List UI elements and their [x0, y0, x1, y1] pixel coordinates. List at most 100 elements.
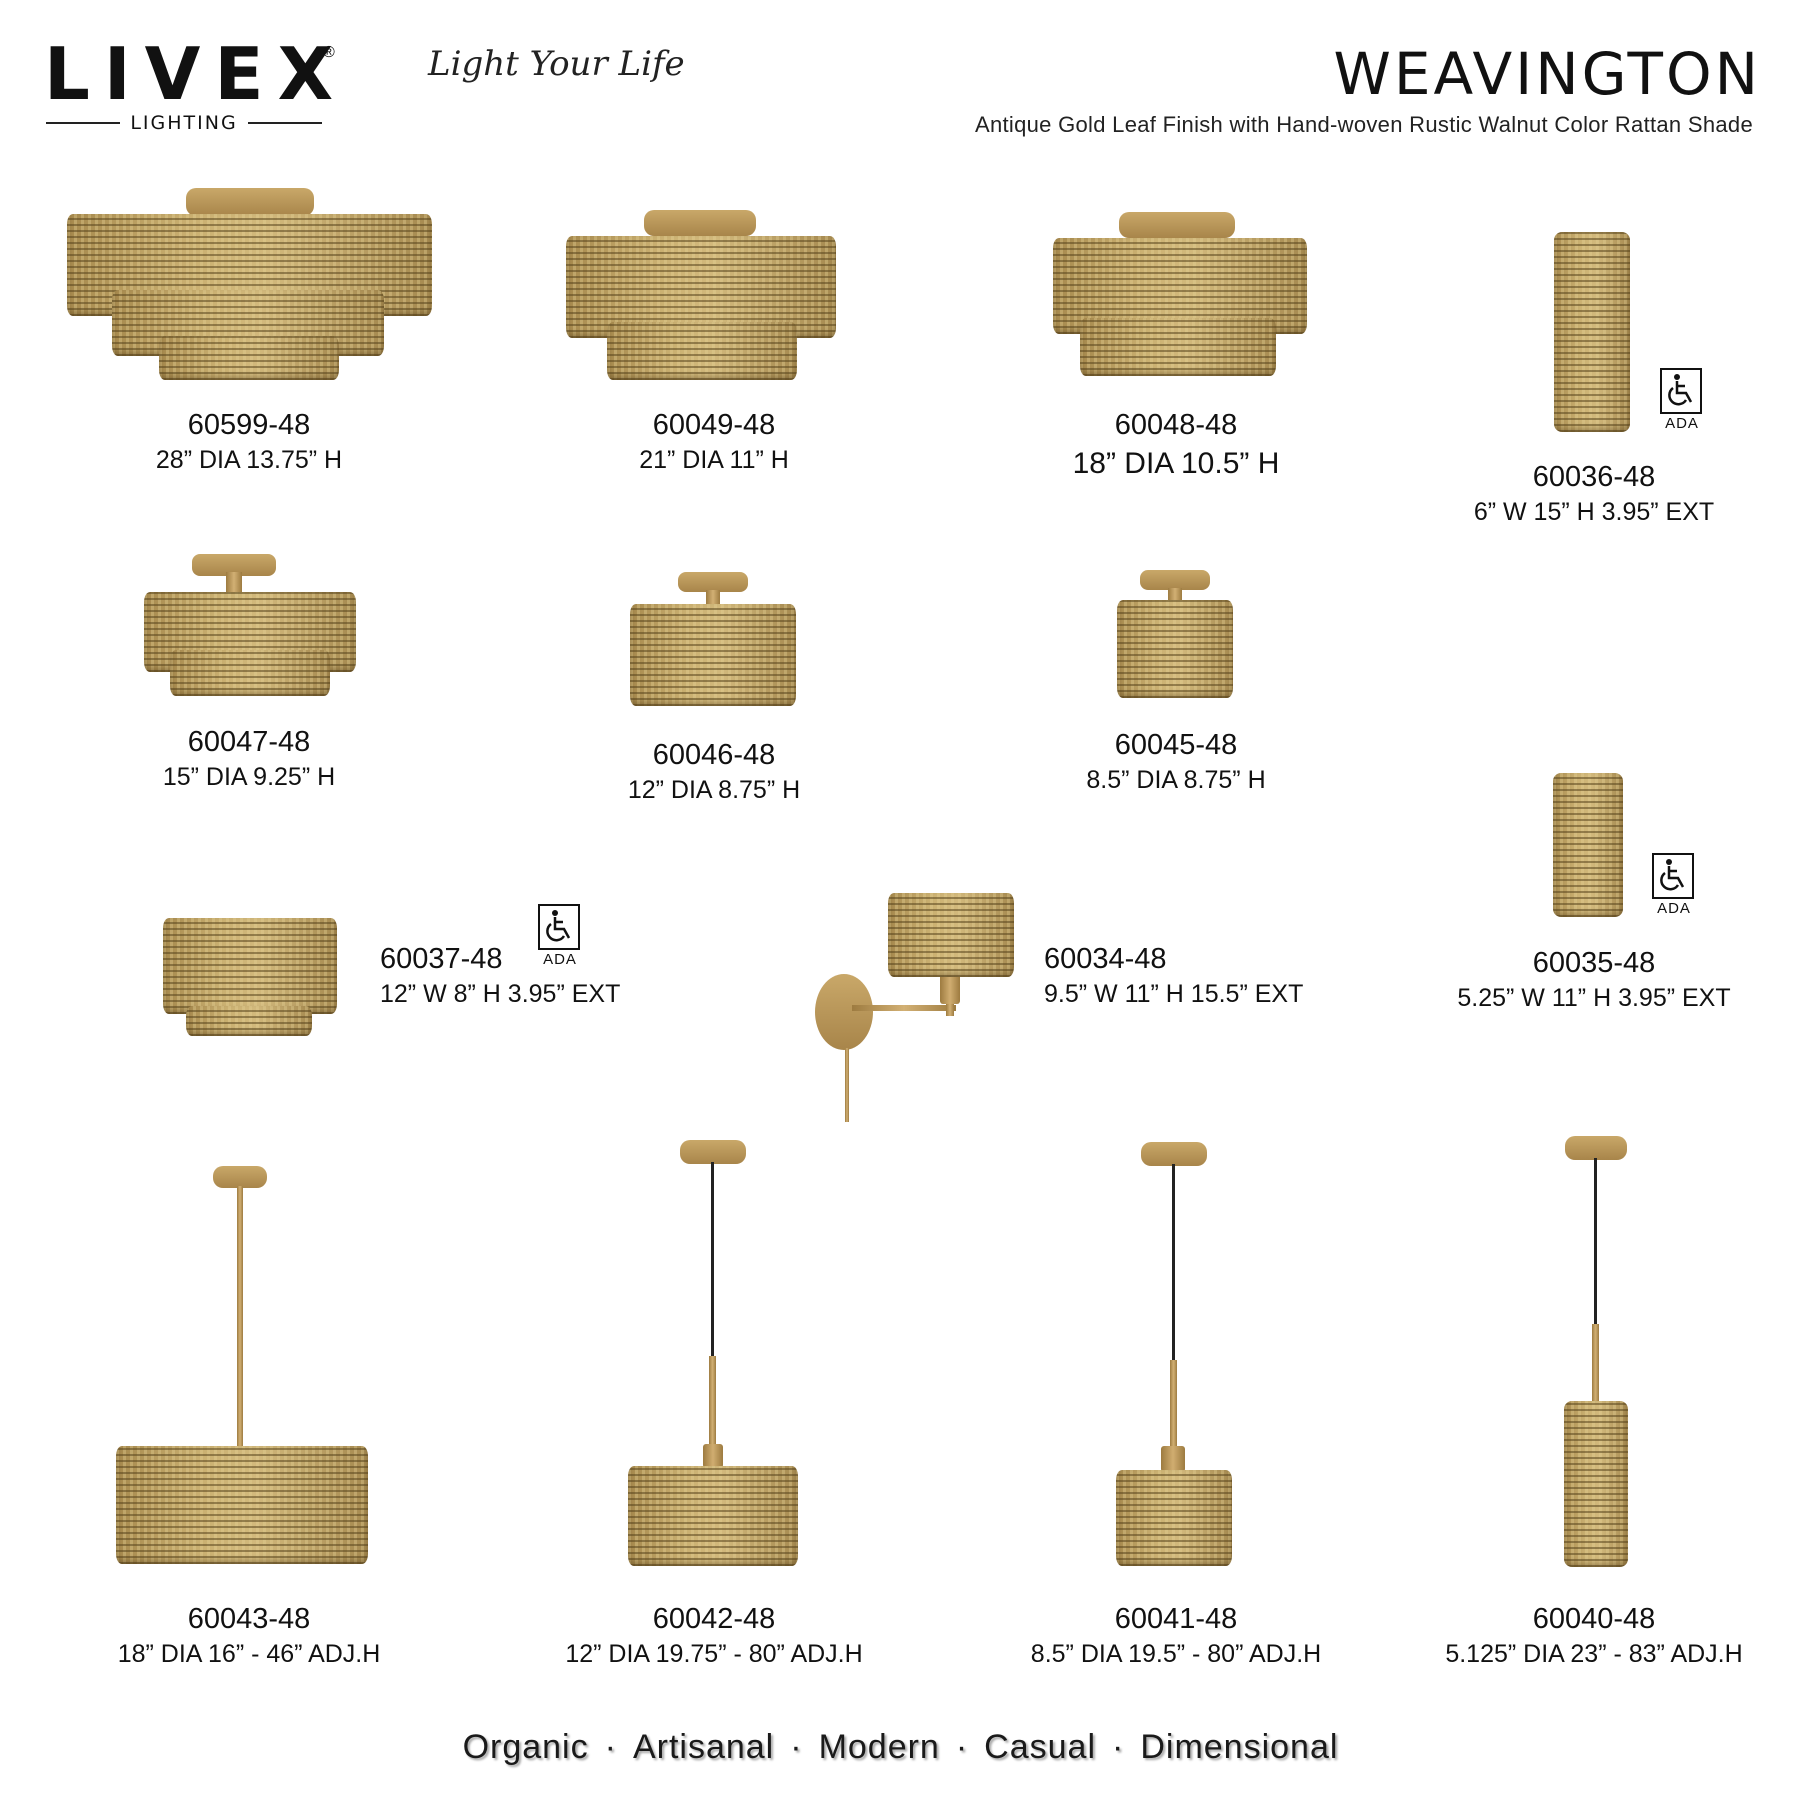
swing-arm — [852, 1005, 956, 1011]
stem-rod — [237, 1186, 243, 1450]
rattan-sconce-shade — [1553, 773, 1623, 917]
separator: · — [1112, 1728, 1125, 1766]
canopy-plate — [213, 1166, 267, 1188]
lamp-socket — [1161, 1446, 1185, 1472]
product-sku: 60048-48 — [1114, 409, 1238, 441]
stem — [706, 590, 720, 608]
keyword: Casual — [984, 1728, 1097, 1766]
product-dimensions: 15” DIA 9.25” H — [162, 762, 336, 791]
wheelchair-icon — [1660, 368, 1702, 414]
product-caption: 60037-48 12” W 8” H 3.95” EXT — [380, 942, 620, 1012]
canopy-plate — [186, 188, 314, 216]
rattan-drum-shade — [1116, 1470, 1232, 1566]
product-sku: 60043-48 — [187, 1603, 311, 1635]
keyword: Modern — [818, 1728, 940, 1766]
product-dimensions: 12” W 8” H 3.95” EXT — [380, 979, 621, 1008]
product-caption: 60036-48 6” W 15” H 3.95” EXT — [1474, 460, 1714, 530]
product-caption: 60043-48 18” DIA 16” - 46” ADJ.H — [118, 1602, 381, 1672]
product-caption: 60047-48 15” DIA 9.25” H — [163, 725, 335, 795]
rattan-drum-shade — [628, 1466, 798, 1566]
canopy-plate — [1119, 212, 1235, 238]
rattan-drum-shade — [1117, 600, 1233, 698]
product-sku: 60045-48 — [1114, 729, 1238, 761]
rattan-drum-shade — [630, 604, 796, 706]
separator: · — [955, 1728, 969, 1766]
rattan-drum-shade — [116, 1446, 368, 1564]
keyword: Dimensional — [1140, 1728, 1339, 1766]
product-caption: 60048-48 18” DIA 10.5” H — [1073, 408, 1280, 485]
product-dimensions: 18” DIA 10.5” H — [1072, 446, 1280, 480]
divider — [46, 122, 121, 124]
keyword: Artisanal — [632, 1728, 775, 1766]
canopy-plate — [1140, 570, 1210, 590]
product-dimensions: 8.5” DIA 8.75” H — [1086, 765, 1266, 794]
wheelchair-icon — [538, 904, 580, 950]
canopy-plate — [680, 1140, 746, 1164]
canopy-plate — [192, 554, 276, 576]
brand-logo-subtitle: LIGHTING — [46, 112, 323, 134]
ada-badge: ADA — [538, 904, 582, 968]
collection-subtitle: Antique Gold Leaf Finish with Hand-woven… — [974, 112, 1753, 137]
power-cord — [845, 1048, 849, 1122]
product-dimensions: 12” DIA 8.75” H — [627, 775, 801, 804]
product-sku: 60599-48 — [187, 409, 311, 441]
ada-badge: ADA — [1652, 853, 1696, 917]
product-dimensions: 5.25” W 11” H 3.95” EXT — [1457, 983, 1731, 1012]
registered-mark: ® — [323, 44, 335, 61]
product-sku: 60036-48 — [1532, 461, 1656, 493]
product-dimensions: 28” DIA 13.75” H — [155, 445, 343, 474]
pendant-cord — [1172, 1164, 1175, 1362]
brand-tagline: Light Your Life — [428, 44, 685, 84]
product-sku: 60042-48 — [652, 1603, 776, 1635]
product-caption: 60042-48 12” DIA 19.75” - 80” ADJ.H — [565, 1602, 862, 1672]
product-sku: 60040-48 — [1532, 1603, 1656, 1635]
lamp-socket — [940, 974, 960, 1004]
product-caption: 60041-48 8.5” DIA 19.5” - 80” ADJ.H — [1031, 1602, 1321, 1672]
product-sku: 60037-48 — [380, 943, 503, 975]
product-caption: 60035-48 5.25” W 11” H 3.95” EXT — [1457, 946, 1730, 1016]
brand-subtitle: LIGHTING — [130, 112, 238, 134]
divider — [247, 122, 323, 124]
lamp-socket — [703, 1444, 723, 1468]
product-sku: 60034-48 — [1044, 943, 1167, 975]
cord-sleeve — [709, 1356, 716, 1446]
collection-title: WEAVINGTON — [1333, 40, 1761, 108]
ada-label: ADA — [543, 951, 577, 968]
product-sku: 60047-48 — [187, 726, 311, 758]
stem — [226, 572, 242, 596]
pendant-cord — [711, 1162, 714, 1358]
cord-sleeve — [1592, 1324, 1599, 1404]
cord-sleeve — [1170, 1360, 1177, 1448]
rattan-shade-tier-3 — [159, 336, 339, 380]
brand-logo-wordmark: LIVEX — [44, 32, 348, 116]
canopy-plate — [644, 210, 756, 236]
product-sku: 60041-48 — [1114, 1603, 1238, 1635]
keyword: Organic — [462, 1728, 589, 1766]
canopy-plate — [1565, 1136, 1627, 1160]
rattan-shade-tier-2 — [607, 322, 797, 380]
product-dimensions: 21” DIA 11” H — [639, 445, 789, 474]
separator: · — [604, 1728, 617, 1766]
ada-badge: ADA — [1660, 368, 1704, 432]
product-dimensions: 18” DIA 16” - 46” ADJ.H — [117, 1639, 381, 1668]
arm-elbow — [946, 1000, 954, 1016]
product-caption: 60045-48 8.5” DIA 8.75” H — [1086, 728, 1265, 798]
ada-label: ADA — [1657, 900, 1691, 917]
product-sku: 60049-48 — [652, 409, 776, 441]
canopy-plate — [678, 572, 748, 592]
product-dimensions: 12” DIA 19.75” - 80” ADJ.H — [565, 1639, 863, 1668]
separator: · — [790, 1728, 803, 1766]
pendant-cord — [1594, 1158, 1597, 1326]
product-dimensions: 9.5” W 11” H 15.5” EXT — [1044, 979, 1304, 1008]
footer-keywords: Organic · Artisanal · Modern · Casual · Dimensio… — [0, 1728, 1801, 1767]
product-caption: 60040-48 5.125” DIA 23” - 83” ADJ.H — [1445, 1602, 1742, 1672]
rattan-shade-tier-2 — [1080, 318, 1276, 376]
wheelchair-icon — [1652, 853, 1694, 899]
product-sku: 60035-48 — [1532, 947, 1656, 979]
product-caption: 60599-48 28” DIA 13.75” H — [156, 408, 342, 478]
rattan-shade-tier-1 — [163, 918, 337, 1014]
product-dimensions: 8.5” DIA 19.5” - 80” ADJ.H — [1030, 1639, 1322, 1668]
rattan-cylinder-shade — [1564, 1401, 1628, 1567]
rattan-shade-tier-2 — [186, 1006, 312, 1036]
wall-plate — [815, 974, 873, 1050]
